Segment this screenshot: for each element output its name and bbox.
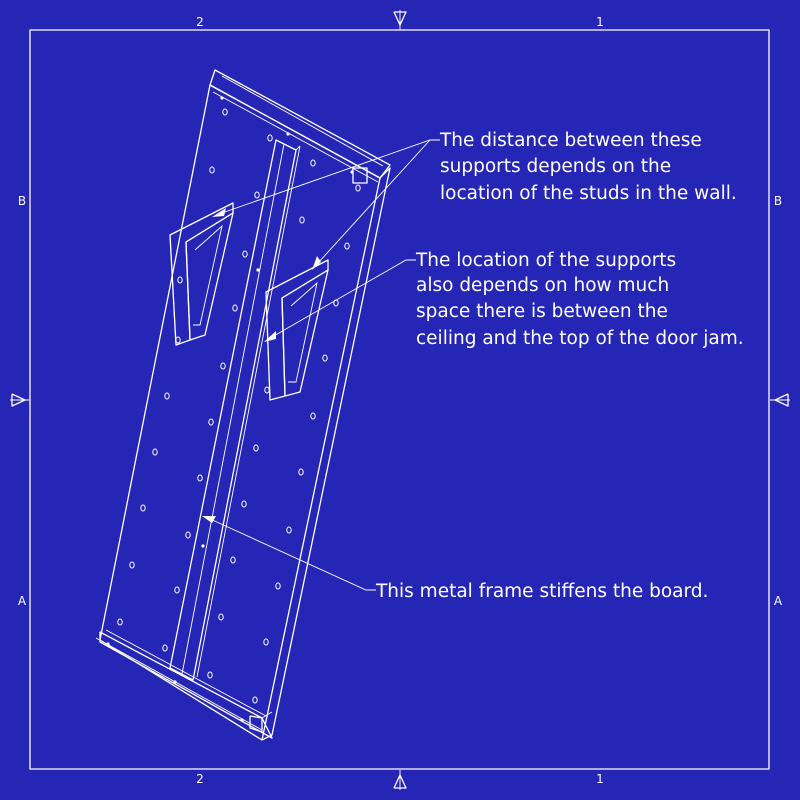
centering-mark-left-icon — [10, 393, 30, 407]
zone-label-top-2: 2 — [196, 15, 204, 29]
zone-label-right-b: B — [774, 194, 782, 208]
top-rail — [209, 69, 391, 184]
centering-mark-top-icon — [393, 10, 407, 30]
support-bracket-left — [169, 202, 234, 346]
zone-label-left-b: B — [18, 194, 26, 208]
note-supports-location-line-1: The location of the supports — [415, 250, 676, 271]
note-metal-frame: This metal frame stiffens the board. — [375, 581, 708, 602]
note-supports-location-line-3: space there is between the — [416, 301, 668, 322]
zone-label-left-a: A — [18, 594, 27, 608]
zone-label-bottom-1: 1 — [596, 772, 604, 786]
note-supports-location-line-4: ceiling and the top of the door jam. — [416, 328, 744, 349]
note-supports-location-line-2: also depends on how much — [416, 275, 669, 296]
support-bracket-right — [265, 259, 329, 401]
centering-mark-right-icon — [770, 393, 790, 407]
centering-mark-bottom-icon — [393, 770, 407, 790]
note-supports-distance-line-2: supports depends on the — [440, 156, 671, 177]
metal-stiffener-frame — [169, 139, 301, 681]
zone-label-bottom-2: 2 — [196, 772, 204, 786]
peg-holes — [106, 96, 361, 722]
bottom-rail — [95, 629, 273, 739]
zone-label-top-1: 1 — [596, 15, 604, 29]
note-supports-distance-line-3: location of the studs in the wall. — [440, 183, 737, 204]
leader-lines — [202, 139, 440, 591]
drawing-border — [29, 29, 770, 770]
note-supports-distance-line-1: The distance between these — [439, 130, 702, 151]
peg-board — [95, 69, 391, 741]
zone-label-right-a: A — [774, 594, 783, 608]
